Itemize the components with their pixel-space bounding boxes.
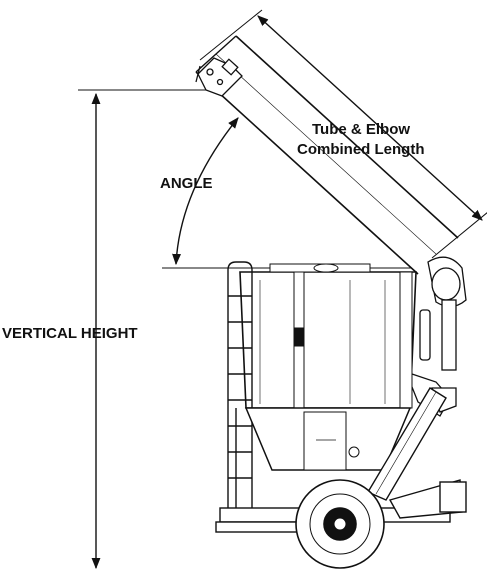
tube-elbow-length-label-line2: Combined Length [297,141,425,158]
vertical-height-dimension [78,89,220,570]
wheel [295,479,385,569]
mixer-tank [239,263,417,409]
feed-auger-tube [366,387,447,501]
auger-tube [195,35,459,275]
vertical-height-label: VERTICAL HEIGHT [2,325,138,342]
tank-ladder [227,261,253,508]
discharge-spout [195,57,243,97]
hopper-cone [244,407,412,471]
tube-elbow-length-label-line1: Tube & Elbow [312,121,410,138]
angle-label: ANGLE [160,175,213,192]
tube-length-dimension [199,9,487,259]
